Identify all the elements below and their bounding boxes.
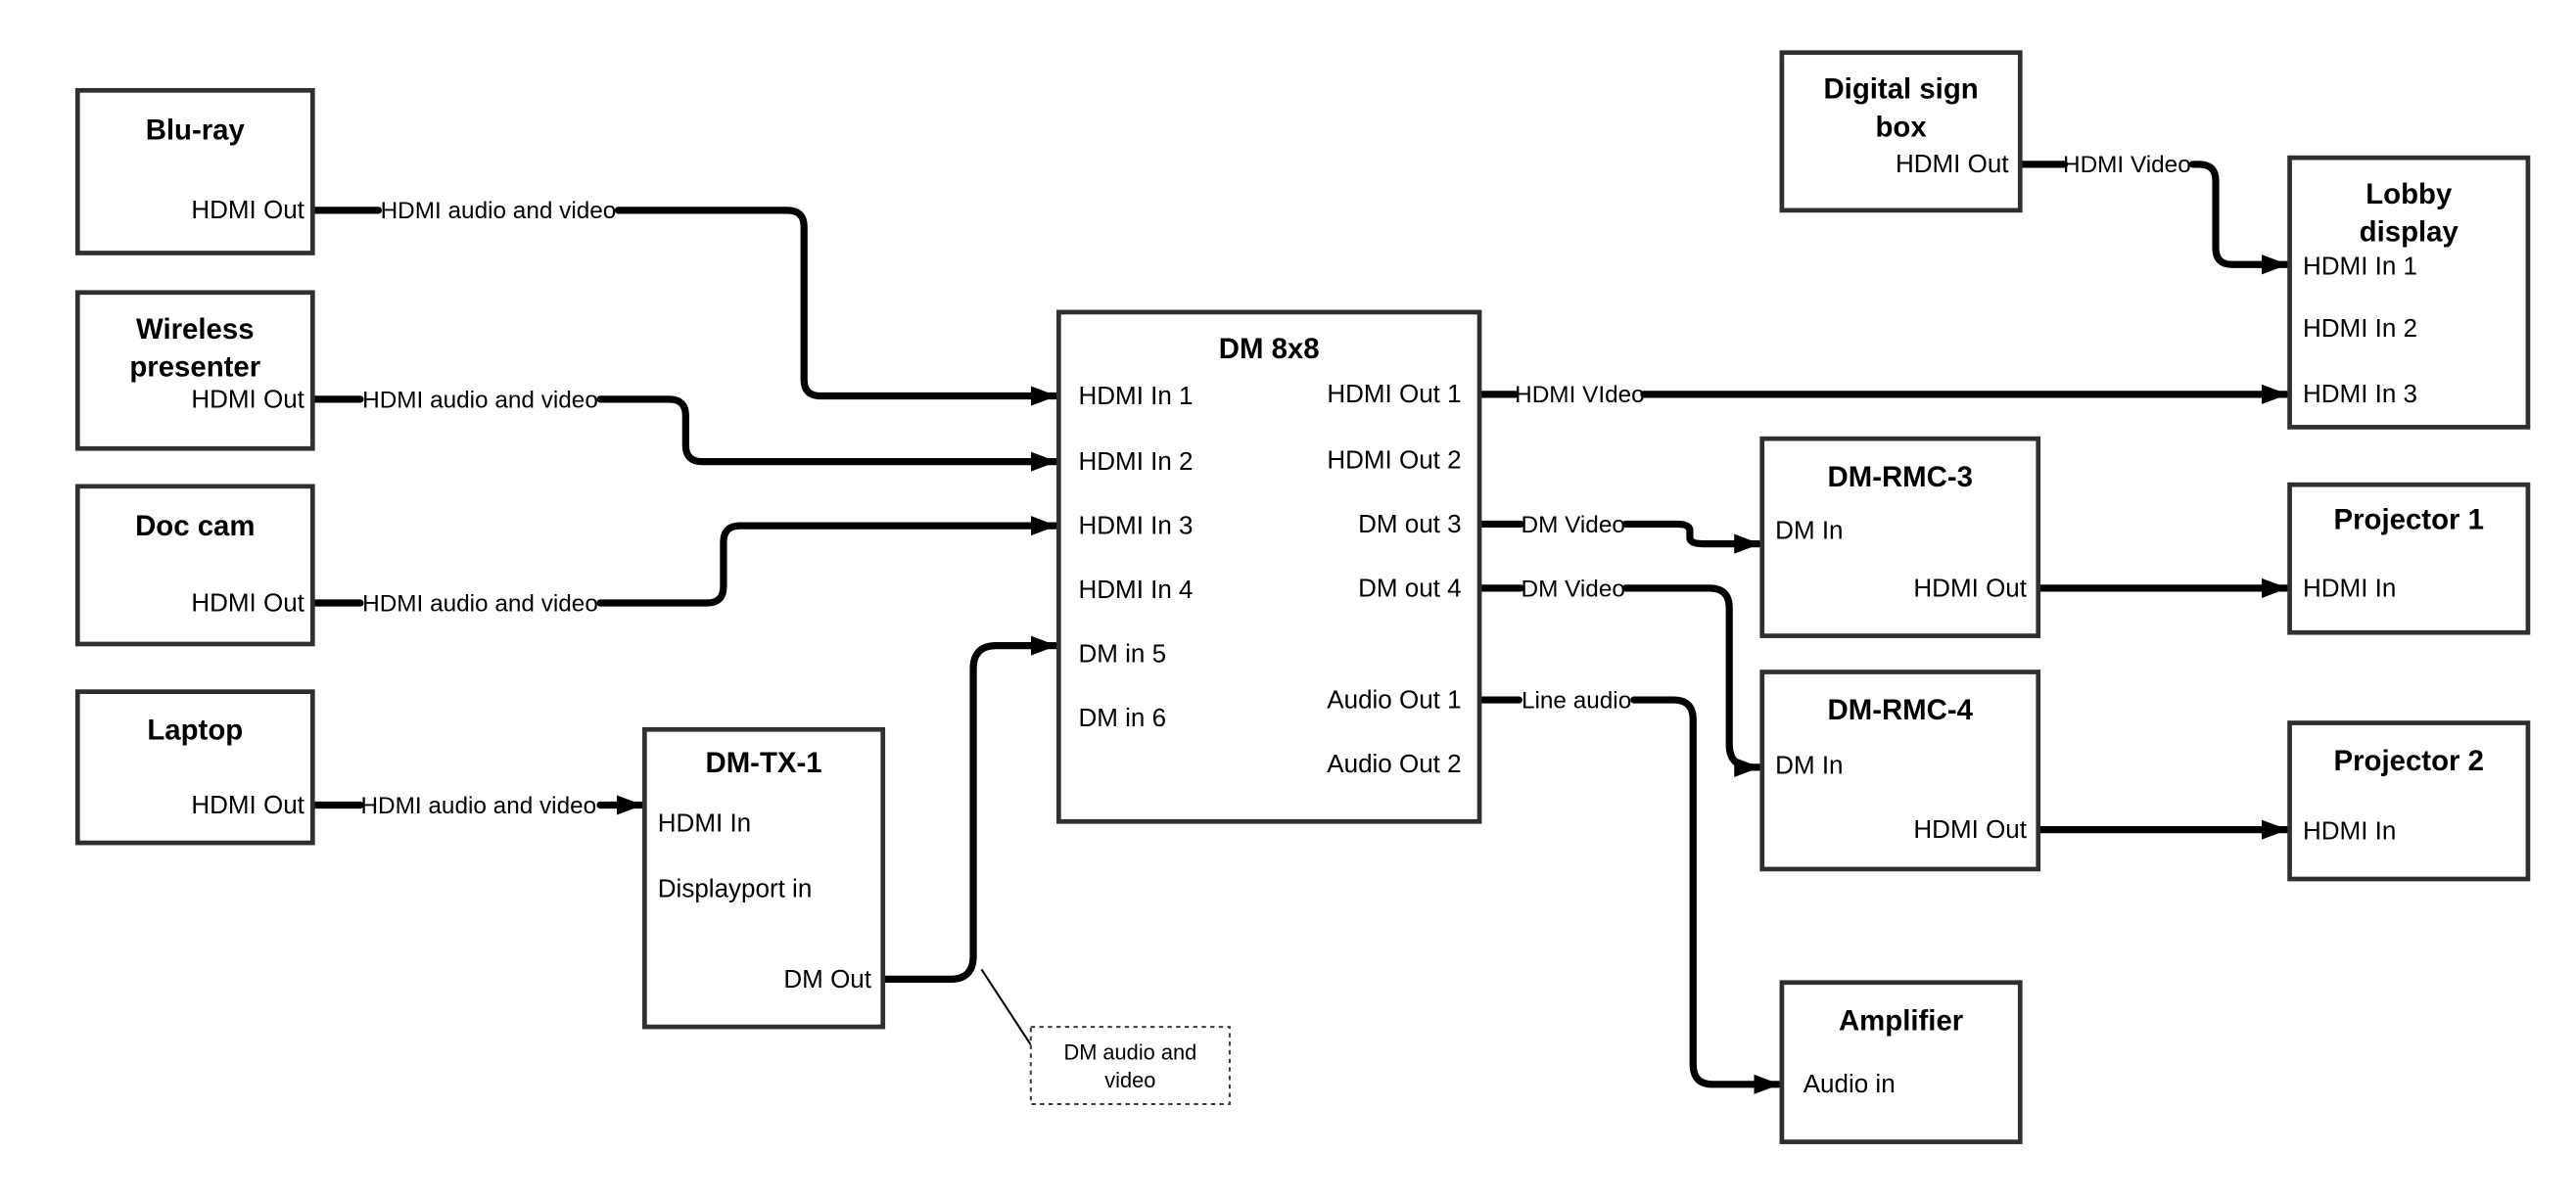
wire-audioout1-main — [1630, 696, 1783, 1094]
proj2-title: Projector 2 — [2334, 745, 2484, 777]
note-leader-line — [980, 968, 1036, 1051]
wire-label-hdmiout1: HDMI VIdeo — [1515, 382, 1645, 408]
doccam-port-hdmi-out: HDMI Out — [191, 587, 304, 617]
node-dm8x8: DM 8x8 HDMI In 1 HDMI In 2 HDMI In 3 HDM… — [1055, 309, 1482, 824]
wire-dmout4-main — [1621, 584, 1763, 777]
node-doc-cam: Doc cam HDMI Out — [74, 484, 315, 647]
dmrmc4-port-dm-in: DM In — [1775, 751, 1843, 780]
proj1-port-hdmi-in: HDMI In — [2303, 573, 2396, 602]
dmrmc3-box — [1759, 436, 2041, 638]
digitalsign-title-line2: box — [1875, 111, 1927, 143]
node-projector-2: Projector 2 HDMI In — [2287, 720, 2531, 882]
lobby-title-line1: Lobby — [2365, 178, 2453, 210]
dm8x8-port-hdmi-in-2: HDMI In 2 — [1078, 446, 1193, 476]
dm8x8-port-dm-in-5: DM in 5 — [1078, 638, 1166, 668]
bluray-box — [74, 87, 315, 255]
amp-title: Amplifier — [1839, 1004, 1963, 1037]
note-text-line1: DM audio and — [1063, 1040, 1196, 1065]
node-laptop: Laptop HDMI Out — [74, 689, 315, 846]
dm8x8-port-hdmi-in-3: HDMI In 3 — [1078, 511, 1193, 540]
wire-label-dmout4: DM Video — [1522, 576, 1625, 602]
dm8x8-port-dm-out-3: DM out 3 — [1358, 509, 1462, 538]
lobby-title-line2: display — [2360, 216, 2459, 249]
dm8x8-port-audio-out-2: Audio Out 2 — [1327, 749, 1461, 778]
node-projector-1: Projector 1 HDMI In — [2287, 482, 2531, 635]
wireless-port-hdmi-out: HDMI Out — [191, 384, 304, 413]
doccam-title: Doc cam — [135, 510, 255, 542]
dm8x8-port-dm-in-6: DM in 6 — [1078, 703, 1166, 732]
dm8x8-port-hdmi-in-1: HDMI In 1 — [1078, 381, 1193, 410]
wire-label-audioout1: Line audio — [1522, 687, 1631, 714]
wire-wireless-main — [596, 395, 1059, 472]
node-dm-rmc-4: DM-RMC-4 DM In HDMI Out — [1759, 670, 2041, 872]
note-dm-audio-and-video: DM audio and video — [1029, 1026, 1231, 1105]
digitalsign-box — [1779, 50, 2023, 213]
lobby-port-hdmi-in-1: HDMI In 1 — [2303, 251, 2417, 280]
dmtx1-box — [642, 726, 886, 1030]
proj2-box — [2287, 720, 2531, 882]
wire-digitalsign-main — [2188, 161, 2290, 275]
node-bluray: Blu-ray HDMI Out — [74, 87, 315, 255]
dm8x8-port-hdmi-out-2: HDMI Out 2 — [1327, 444, 1461, 474]
dmrmc3-port-hdmi-out: HDMI Out — [1913, 573, 2027, 602]
proj2-port-hdmi-in: HDMI In — [2303, 816, 2396, 846]
dmrmc4-title: DM-RMC-4 — [1828, 694, 1974, 726]
node-wireless-presenter: Wireless presenter HDMI Out — [74, 290, 315, 451]
wireless-title-line1: Wireless — [136, 313, 255, 346]
wire-label-digitalsign: HDMI Video — [2063, 152, 2191, 178]
lobby-box — [2287, 155, 2531, 430]
dmrmc4-port-hdmi-out: HDMI Out — [1913, 814, 2027, 844]
amp-port-audio-in: Audio in — [1803, 1069, 1896, 1098]
lobby-port-hdmi-in-2: HDMI In 2 — [2303, 313, 2417, 343]
bluray-title: Blu-ray — [146, 115, 246, 147]
dmrmc3-port-dm-in: DM In — [1775, 516, 1843, 545]
laptop-title: Laptop — [147, 714, 243, 746]
wire-dmout3-main — [1621, 520, 1763, 554]
wires: HDMI audio and video HDMI audio and vide… — [308, 152, 2290, 1094]
dm8x8-port-hdmi-out-1: HDMI Out 1 — [1327, 379, 1461, 408]
wire-bluray-main — [614, 207, 1059, 406]
node-digital-sign-box: Digital sign box HDMI Out — [1779, 50, 2023, 213]
proj1-title: Projector 1 — [2334, 503, 2484, 535]
proj1-box — [2287, 482, 2531, 635]
note-box — [1029, 1026, 1231, 1105]
wireless-box — [74, 290, 315, 451]
wire-label-laptop: HDMI audio and video — [360, 793, 596, 819]
laptop-port-hdmi-out: HDMI Out — [191, 790, 304, 819]
dmtx1-port-dm-out: DM Out — [783, 964, 871, 993]
node-dm-rmc-3: DM-RMC-3 DM In HDMI Out — [1759, 436, 2041, 638]
laptop-box — [74, 689, 315, 846]
node-lobby-display: Lobby display HDMI In 1 HDMI In 2 HDMI I… — [2287, 155, 2531, 430]
dmrmc4-box — [1759, 670, 2041, 872]
wire-dmtx1-main — [879, 635, 1059, 984]
wire-doccam-main — [596, 516, 1059, 607]
doccam-box — [74, 484, 315, 647]
dmrmc3-title: DM-RMC-3 — [1828, 461, 1973, 493]
node-dm-tx-1: DM-TX-1 HDMI In Displayport in DM Out — [642, 726, 886, 1030]
dmtx1-title: DM-TX-1 — [706, 747, 822, 779]
wire-label-doccam: HDMI audio and video — [362, 590, 598, 617]
wire-label-wireless: HDMI audio and video — [362, 387, 598, 413]
wire-label-bluray: HDMI audio and video — [381, 198, 617, 224]
wire-label-dmout3: DM Video — [1522, 512, 1625, 538]
dmtx1-port-displayport-in: Displayport in — [658, 873, 813, 902]
note-text-line2: video — [1104, 1068, 1155, 1092]
dm8x8-port-audio-out-1: Audio Out 1 — [1327, 684, 1461, 714]
digitalsign-title-line1: Digital sign — [1823, 73, 1978, 106]
dm8x8-title: DM 8x8 — [1219, 333, 1320, 365]
dmtx1-port-hdmi-in: HDMI In — [658, 808, 751, 837]
node-amplifier: Amplifier Audio in — [1779, 980, 2023, 1144]
dm8x8-port-hdmi-in-4: HDMI In 4 — [1078, 575, 1193, 604]
amp-box — [1779, 980, 2023, 1144]
wireless-title-line2: presenter — [129, 350, 260, 383]
dm8x8-box — [1055, 309, 1482, 824]
lobby-port-hdmi-in-3: HDMI In 3 — [2303, 379, 2417, 408]
digitalsign-port-hdmi-out: HDMI Out — [1896, 149, 2009, 178]
bluray-port-hdmi-out: HDMI Out — [191, 195, 304, 224]
dm8x8-port-dm-out-4: DM out 4 — [1358, 573, 1462, 602]
